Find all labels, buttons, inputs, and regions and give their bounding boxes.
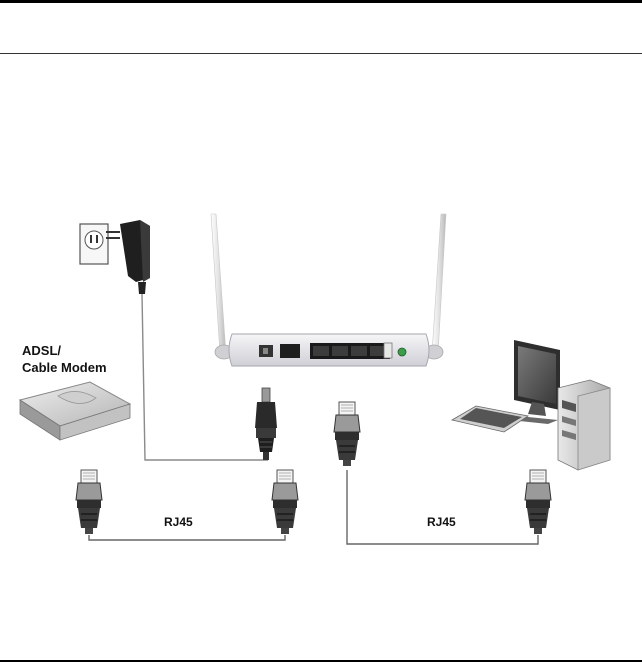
modem-label: ADSL/ Cable Modem <box>22 342 107 376</box>
rj45-connector-router-wan <box>272 470 298 534</box>
wall-outlet <box>80 224 108 264</box>
left-antenna <box>211 214 226 354</box>
rj45-connector-router-lan <box>334 402 360 466</box>
power-cable <box>142 294 268 460</box>
power-plug <box>255 388 277 460</box>
router <box>211 214 446 366</box>
rj45-label-right: RJ45 <box>427 515 456 529</box>
connection-diagram <box>0 200 642 560</box>
rj45-cable-right <box>347 470 538 544</box>
modem-label-line1: ADSL/ <box>22 342 107 359</box>
rj45-connector-computer <box>525 470 551 534</box>
modem <box>20 382 130 440</box>
bottom-rule <box>0 660 642 662</box>
modem-label-line2: Cable Modem <box>22 359 107 376</box>
right-antenna <box>432 214 446 354</box>
desktop-computer <box>452 340 610 470</box>
header-rule <box>0 53 642 54</box>
rj45-connector-modem <box>76 470 102 534</box>
power-adapter <box>106 220 150 294</box>
rj45-label-left: RJ45 <box>164 515 193 529</box>
rj45-cable-left <box>89 535 285 540</box>
top-rule <box>0 0 642 3</box>
